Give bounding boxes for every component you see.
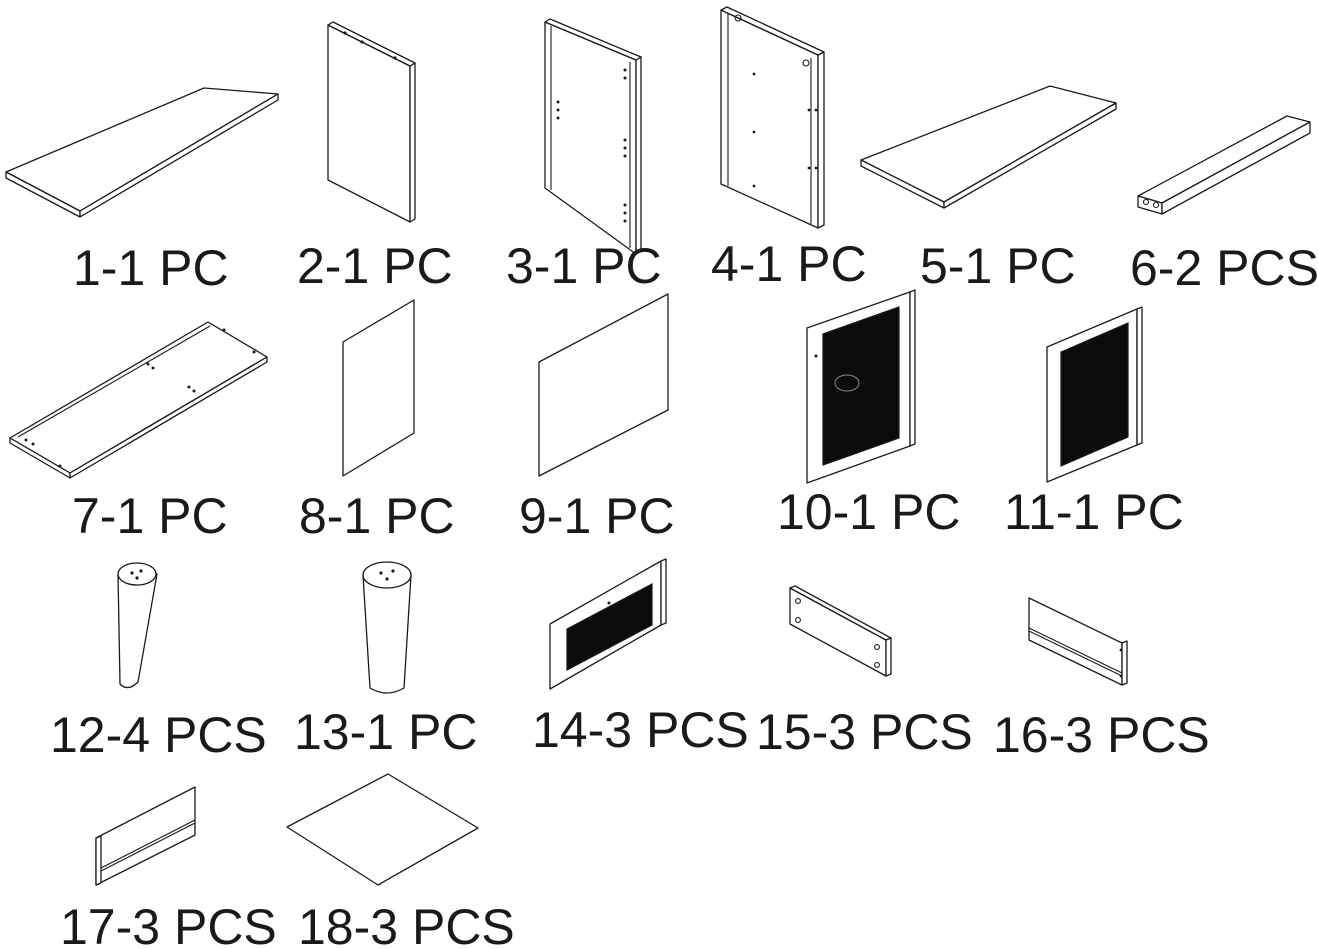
part-3-drawing <box>544 18 642 255</box>
part-6-drawing <box>1137 115 1311 215</box>
part-7-label: 7-1 PC <box>72 488 228 544</box>
part-8-drawing <box>342 299 415 477</box>
part-9-drawing <box>538 293 669 477</box>
part-17-label: 17-3 PCS <box>60 899 277 949</box>
part-5-label: 5-1 PC <box>920 238 1076 294</box>
part-11-drawing <box>1046 306 1143 483</box>
part-13-drawing <box>362 561 412 694</box>
part-10-label: 10-1 PC <box>777 484 960 540</box>
part-17-drawing <box>95 786 196 886</box>
part-2-drawing <box>327 21 416 223</box>
part-15-label: 15-3 PCS <box>756 704 973 760</box>
part-18-label: 18-3 PCS <box>298 899 515 949</box>
part-14-drawing <box>549 558 667 690</box>
part-1-label: 1-1 PC <box>73 240 229 296</box>
part-10-drawing <box>806 289 916 484</box>
part-12-drawing <box>117 562 158 689</box>
part-6-label: 6-2 PCS <box>1130 240 1318 296</box>
part-15-drawing <box>789 585 892 677</box>
part-2-label: 2-1 PC <box>297 238 453 294</box>
part-4-drawing <box>720 6 825 229</box>
part-11-label: 11-1 PC <box>1004 484 1184 540</box>
part-16-label: 16-3 PCS <box>993 707 1210 763</box>
part-14-label: 14-3 PCS <box>532 702 749 758</box>
part-16-drawing <box>1028 597 1128 686</box>
part-12-label: 12-4 PCS <box>50 707 267 763</box>
part-9-label: 9-1 PC <box>519 488 675 544</box>
part-13-label: 13-1 PC <box>294 704 477 760</box>
part-18-drawing <box>286 773 479 886</box>
part-1-drawing <box>5 87 279 218</box>
part-7-drawing <box>9 321 268 479</box>
part-4-label: 4-1 PC <box>711 236 867 292</box>
part-3-label: 3-1 PC <box>506 238 662 294</box>
part-5-drawing <box>860 85 1117 209</box>
part-8-label: 8-1 PC <box>299 488 455 544</box>
